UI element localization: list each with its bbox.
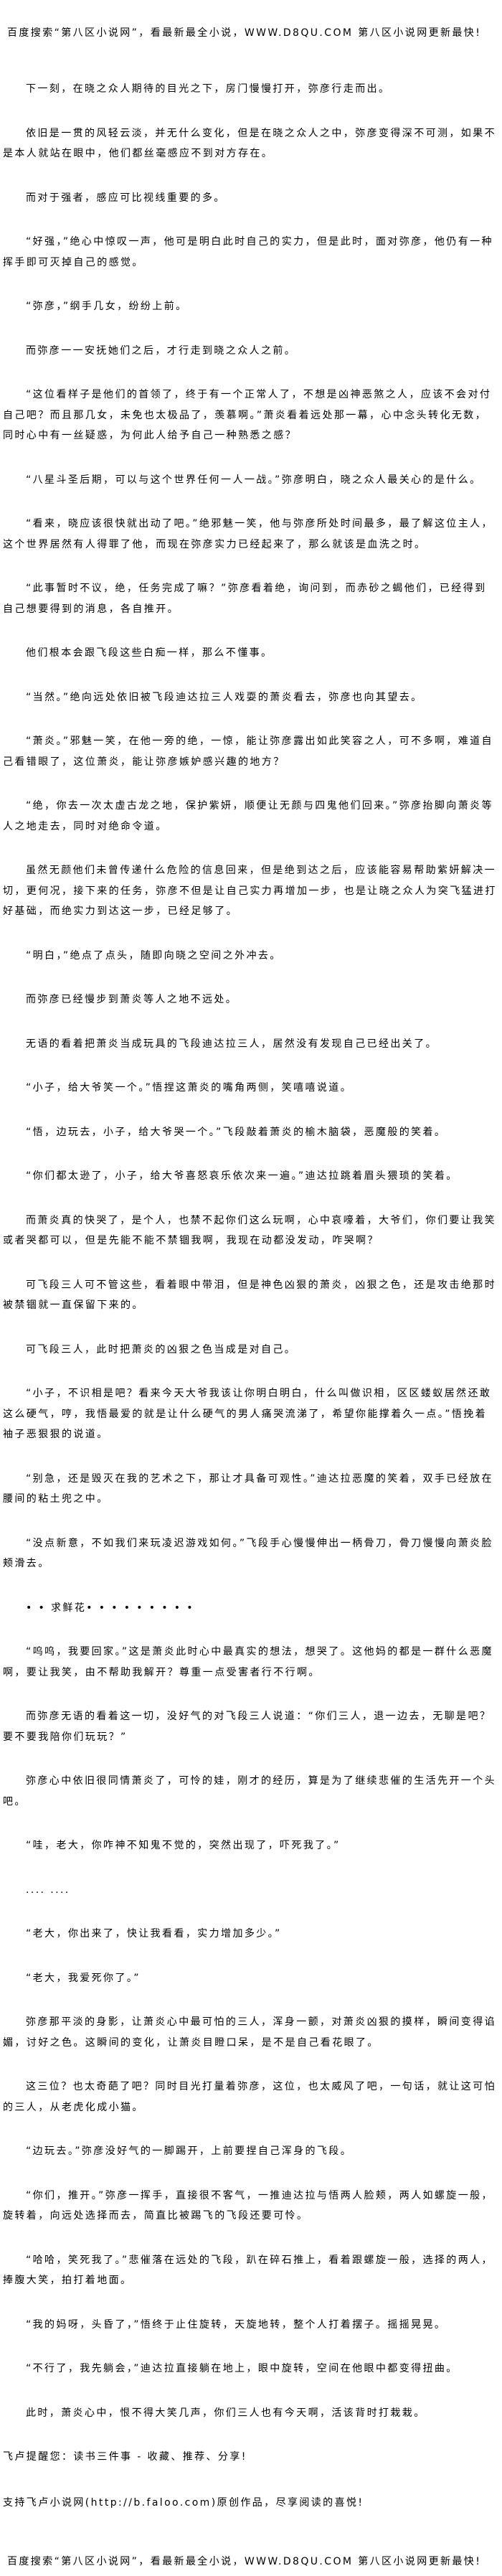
paragraph: 可飞段三人可不管这些，看着眼中带泪，但是神色凶狠的萧炎，凶狠之色，还是攻击绝那时… <box>3 1279 496 1312</box>
paragraph: “没点新意，不如我们来玩凌迟游戏如何。”飞段手心慢慢伸出一柄骨刀，骨刀慢慢向萧炎… <box>3 1537 493 1570</box>
paragraph: 下一刻，在晓之众人期待的目光之下，房门慢慢打开，弥彦行走而出。 <box>26 83 391 95</box>
paragraph: “老大，我爱死你了。” <box>26 1972 141 1984</box>
paragraph: 虽然无颜他们未曾传递什么危险的信息回来，但是绝到达之后，应该能容易帮助紫妍解决一… <box>3 865 497 917</box>
paragraph: “哇，老大，你咋神不知鬼不觉的，突然出现了，吓死我了。” <box>26 1840 341 1851</box>
paragraph: “弥彦，”纲手几女，纷纷上前。 <box>26 301 188 312</box>
paragraph: 而对于强者，感应可比视线重要的多。 <box>26 192 226 204</box>
paragraph: “明白，”绝点了点头，随即向晓之空间之外冲去。 <box>26 949 282 962</box>
paragraph: 他们根本会跟飞段这些白痴一样，那么不懂事。 <box>26 647 273 659</box>
paragraph: “哈哈，笑死我了。”悲催落在远处的飞段，趴在碎石推上，看着跟螺旋一般，选择的两人… <box>3 2254 493 2287</box>
paragraph: “悟，边玩去，小子，给大爷哭一个。”飞段敲着萧炎的榆木脑袋，恶魔般的笑着。 <box>26 1126 447 1138</box>
paragraph: 这三位？也太奇葩了吧？同时目光打量着弥彦，这位，也太威风了吧，一句话，就让这可怕… <box>3 2081 496 2113</box>
paragraph: 弥彦心中依旧很同情萧炎了，可怜的娃，刚才的经历，算是为了继续悲催的生活先开一个头… <box>3 1775 496 1808</box>
paragraph: 而弥彦已经慢步到萧炎等人之地不远处。 <box>26 994 238 1005</box>
reading-reminder: 飞卢提醒您：读书三件事 - 收藏、推荐、分享! <box>3 2451 247 2463</box>
site-banner-bottom: 百度搜索“第八区小说网”，看最新最全小说，WWW.D8QU.COM 第八区小说网… <box>7 2556 482 2567</box>
chapter-footer: 飞卢提醒您：读书三件事 - 收藏、推荐、分享! 支持飞卢小说网(http://b… <box>0 2447 502 2513</box>
paragraph: “小子，给大爷笑一个。”悟捏这萧炎的嘴角两侧，笑嘻嘻说道。 <box>26 1082 353 1094</box>
paragraph: “萧炎。”邪魅一笑，在他一旁的绝，一惊，能让弥彦露出如此笑容之人，可不多啊，难道… <box>3 735 493 768</box>
chapter-content: 下一刻，在晓之众人期待的目光之下，房门慢慢打开，弥彦行走而出。依旧是一贯的风轻云… <box>0 42 501 2423</box>
paragraph: “这位看样子是他们的首领了，终于有一个正常人了，不想是凶神恶煞之人，应该不会对付… <box>3 389 492 441</box>
paragraph: “好强，”绝心中惊叹一声，他可是明白此时自己的实力，但是此时，面对弥彦，他仍有一… <box>3 236 493 268</box>
paragraph: 而弥彦无语的看着这一切，没好气的对飞段三人说道：“你们三人，退一边去，无聊是吧？… <box>3 1711 492 1743</box>
paragraph: 而萧炎真的快哭了，是个人，也禁不起你们这么玩啊，心中哀嚎着，大爷们，你们要让我笑… <box>3 1214 496 1247</box>
paragraph: “我的妈呀，头昏了，”悟终于止住旋转，天旋地转，整个人打着摆子。摇摇晃晃。 <box>26 2318 447 2331</box>
paragraph: “不行了，我先躺会，”迪达拉直接躺在地上，眼中旋转，空间在他眼中都变得扭曲。 <box>26 2363 458 2374</box>
paragraph: “小子，不识相是吧？看来今天大爷我该让你明白明白，什么叫做识相，区区蝼蚁居然还敢… <box>3 1388 492 1440</box>
paragraph: “别急，还是毁灭在我的艺术之下，那让才具备可观性。”迪达拉恶魔的笑着，双手已经放… <box>3 1472 493 1505</box>
paragraph: “当然。”绝向远处依旧被飞段迪达拉三人戏耍的萧炎看去，弥彦也向其望去。 <box>26 691 423 703</box>
paragraph: • • 求鲜花• • • • • • • • • <box>26 1602 194 1614</box>
paragraph: .... .... <box>26 1884 70 1896</box>
paragraph: “边玩去。”弥彦没好气的一脚踢开，上前要捏自己浑身的飞段。 <box>26 2145 353 2157</box>
paragraph: “此事暂时不议，绝，任务完成了嘛？”弥彦看着绝，询问到，而赤砂之蝎他们，已经得到… <box>3 583 487 615</box>
paragraph: 无语的看着把萧炎当成玩具的飞段迪达拉三人，居然没有发现自己已经出关了。 <box>26 1038 437 1050</box>
paragraph: “你们，推开。”弥彦一挥手，直接很不客气，一推迪达拉与悟两人脸颊，两人如螺旋一般… <box>3 2189 493 2222</box>
paragraph: “你们都太逊了，小子，给大爷喜怒哀乐依次来一遍。”迪达拉跳着眉头猥琐的笑着。 <box>26 1170 458 1182</box>
paragraph: “呜呜，我要回家。”这是萧炎此时心中最真实的想法，想哭了。这他妈的都是一群什么恶… <box>3 1646 493 1678</box>
paragraph: “看来，晓应该很快就出动了吧。”绝邪魅一笑，他与弥彦所处时间最多，最了解这位主人… <box>3 518 493 550</box>
paragraph: “绝，你去一次太虚古龙之地，保护紫妍，顺便让无颜与四鬼他们回来。”弥彦抬脚向萧炎… <box>3 800 493 832</box>
paragraph: 可飞段三人，此时把萧炎的凶狠之色当成是对自己。 <box>26 1343 297 1355</box>
paragraph: 依旧是一贯的风轻云淡，并无什么变化，但是在晓之众人之中，弥彦变得深不可测，如果不… <box>3 127 496 160</box>
paragraph: “老大，你出来了，快让我看看，实力增加多少。” <box>26 1928 282 1940</box>
paragraph: “八星斗圣后期，可以与这个世界任何一人一战。”弥彦明白，晓之众人最关心的是什么。 <box>26 474 482 486</box>
paragraph: 此时，萧炎心中，恨不得大笑几声，你们三人也有今天啊，活该背时打栽栽。 <box>26 2407 426 2419</box>
site-banner-top: 百度搜索“第八区小说网”，看最新最全小说，WWW.D8QU.COM 第八区小说网… <box>7 27 482 39</box>
paragraph: 而弥彦一一安抚她们之后，才行走到晓之众人之前。 <box>26 344 297 357</box>
support-notice: 支持飞卢小说网(http://b.faloo.com)原创作品，尽享阅读的喜悦! <box>3 2497 364 2509</box>
paragraph: 弥彦那平淡的身影，让萧炎心中最可怕的三人，浑身一颤，对萧炎凶狠的摸样，瞬间变得谄… <box>3 2016 496 2049</box>
